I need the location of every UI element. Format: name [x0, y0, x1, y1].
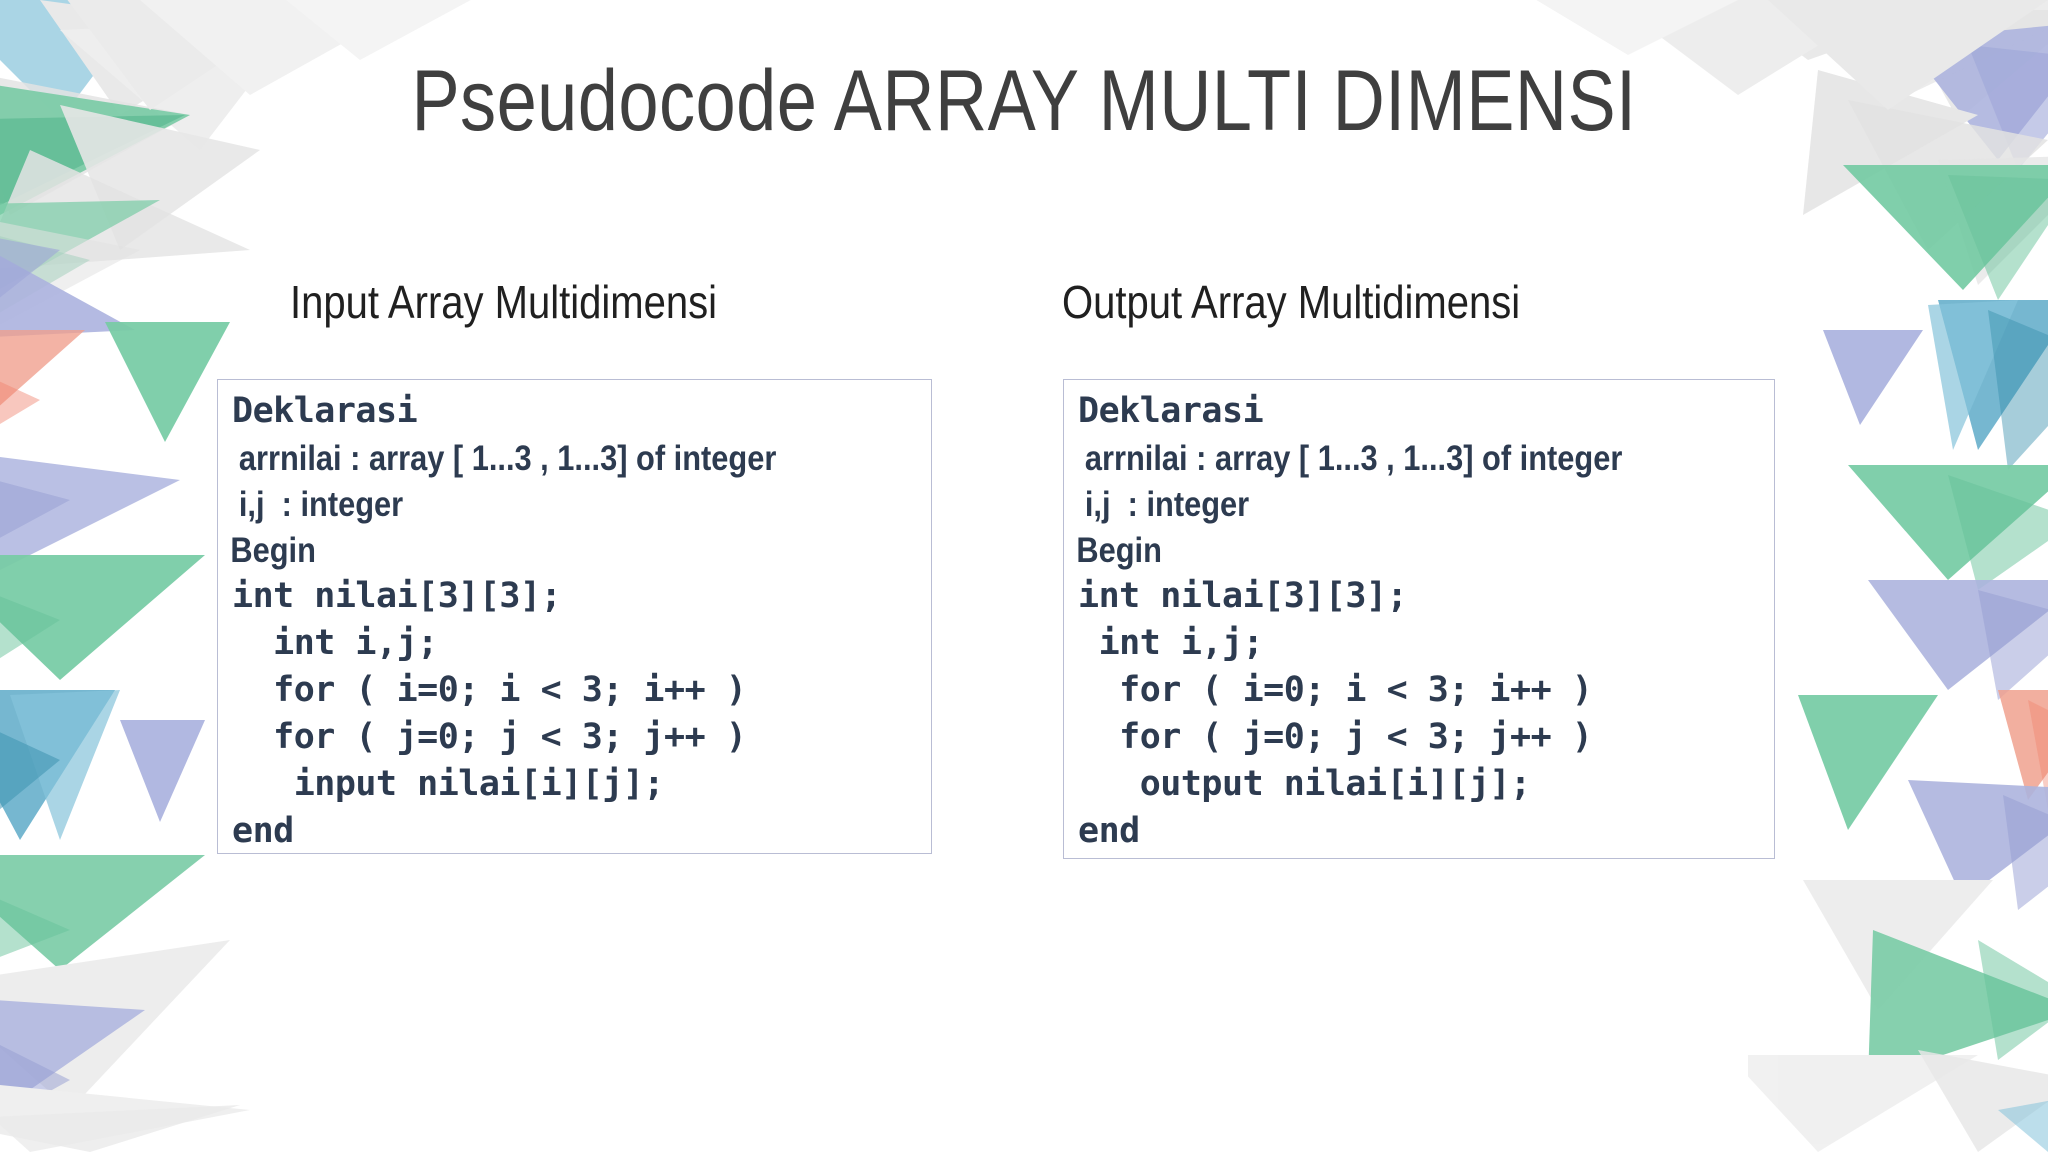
code-line: for ( j=0; j < 3; j++ ) — [1078, 717, 1593, 757]
code-box-input: Deklarasi arrnilai : array [ 1...3 , 1..… — [217, 379, 932, 854]
column-heading-output: Output Array Multidimensi — [1062, 276, 1521, 328]
code-line: arrnilai : array [ 1...3 , 1...3] of int… — [230, 439, 777, 478]
code-line: for ( i=0; i < 3; i++ ) — [232, 670, 747, 710]
code-line: output nilai[i][j]; — [1078, 764, 1531, 804]
column-heading-input: Input Array Multidimensi — [290, 276, 718, 328]
code-line: int nilai[3][3]; — [1078, 576, 1408, 616]
code-line: arrnilai : array [ 1...3 , 1...3] of int… — [1076, 439, 1623, 478]
code-box-output: Deklarasi arrnilai : array [ 1...3 , 1..… — [1063, 379, 1775, 859]
code-line: input nilai[i][j]; — [232, 764, 665, 804]
code-line: i,j : integer — [230, 485, 404, 524]
code-line: Deklarasi — [232, 391, 418, 431]
code-line: for ( j=0; j < 3; j++ ) — [232, 717, 747, 757]
code-line: int i,j; — [232, 623, 438, 663]
slide-title: Pseudocode ARRAY MULTI DIMENSI — [411, 53, 1637, 149]
code-line: i,j : integer — [1076, 485, 1250, 524]
code-line: end — [232, 811, 294, 851]
decorative-triangles-right — [1748, 0, 2048, 1152]
code-line: Begin — [230, 531, 316, 570]
code-line: end — [1078, 811, 1140, 851]
code-line: int i,j; — [1078, 623, 1264, 663]
code-line: for ( i=0; i < 3; i++ ) — [1078, 670, 1593, 710]
code-line: Deklarasi — [1078, 391, 1264, 431]
code-line: Begin — [1076, 531, 1162, 570]
code-line: int nilai[3][3]; — [232, 576, 562, 616]
